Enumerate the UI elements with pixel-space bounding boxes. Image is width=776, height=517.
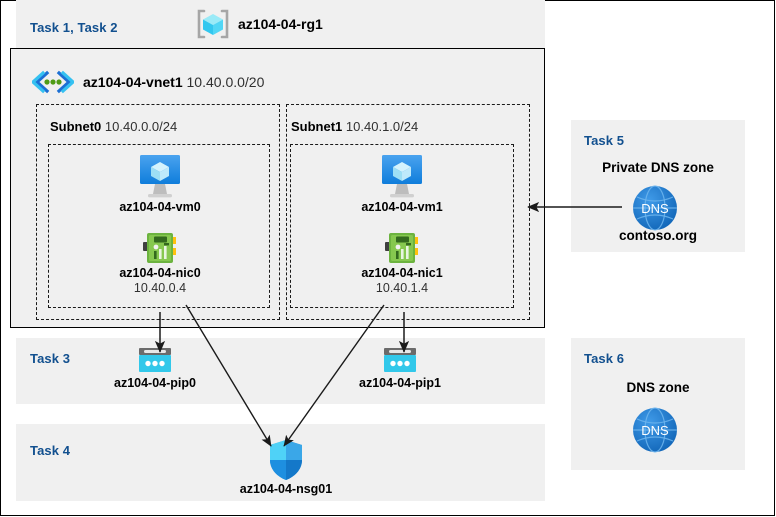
nsg-node: az104-04-nsg01 [218,438,354,497]
dns-zone-icon: DNS [629,182,681,234]
dns-zone-icon: DNS [629,404,681,456]
virtual-machine-icon [350,152,454,200]
resource-group-title: az104-04-rg1 [196,8,323,40]
network-interface-icon [350,230,454,266]
subnet-cidr-0: 10.40.0.0/24 [104,119,178,134]
resource-group-icon [196,8,230,40]
public-ip-node-0: az104-04-pip0 [100,346,210,391]
public-ip-address-icon [100,346,210,376]
public-ip-address-icon [345,346,455,376]
nic-ip-1: 10.40.1.4 [375,281,429,295]
task-label-3: Task 3 [30,351,71,366]
subnet-cidr-1: 10.40.1.0/24 [345,119,419,134]
vm-group-box-0 [48,144,270,308]
network-security-group-icon [218,438,354,482]
vm-group-box-1 [290,144,514,308]
virtual-network-icon [32,70,74,94]
dns-icon-text: DNS [641,201,669,216]
vm-node-1: az104-04-vm1 [350,152,454,215]
dns-icon-text: DNS [641,423,669,438]
virtual-machine-icon [108,152,212,200]
subnet-box-0 [36,104,280,320]
public-ip-node-1: az104-04-pip1 [345,346,455,391]
dns-zone-heading: DNS zone [626,380,690,395]
subnet-name-0: Subnet0 [50,119,102,134]
public-ip-name-1: az104-04-pip1 [359,376,441,390]
task-label-5: Task 5 [584,133,625,148]
nic-name-0: az104-04-nic0 [119,266,201,280]
virtual-network-box [10,48,545,328]
nic-node-1: az104-04-nic1 10.40.1.4 [350,230,454,296]
vm-node-0: az104-04-vm0 [108,152,212,215]
virtual-network-name: az104-04-vnet1 [83,74,183,90]
network-interface-icon [108,230,212,266]
subnet-name-1: Subnet1 [291,119,343,134]
task-label-4: Task 4 [30,443,71,458]
private-dns-zone-name: contoso.org [619,228,697,243]
virtual-network-cidr: 10.40.0.0/20 [186,74,265,90]
public-ip-name-0: az104-04-pip0 [114,376,196,390]
subnet-title-0: Subnet0 10.40.0.0/24 [50,119,177,134]
virtual-network-title: az104-04-vnet1 10.40.0.0/20 [32,70,264,94]
vm-name-0: az104-04-vm0 [119,200,201,214]
nic-ip-0: 10.40.0.4 [133,281,187,295]
task3-panel [16,338,545,404]
task-label-1-2: Task 1, Task 2 [30,20,118,35]
task5-panel [571,120,745,252]
nic-name-1: az104-04-nic1 [361,266,443,280]
resource-group-name: az104-04-rg1 [238,16,323,32]
vm-name-1: az104-04-vm1 [361,200,443,214]
private-dns-zone-heading: Private DNS zone [602,160,714,175]
subnet-title-1: Subnet1 10.40.1.0/24 [291,119,418,134]
nsg-name: az104-04-nsg01 [239,482,333,496]
task-label-6: Task 6 [584,351,625,366]
resource-group-panel [16,0,545,48]
nic-node-0: az104-04-nic0 10.40.0.4 [108,230,212,296]
